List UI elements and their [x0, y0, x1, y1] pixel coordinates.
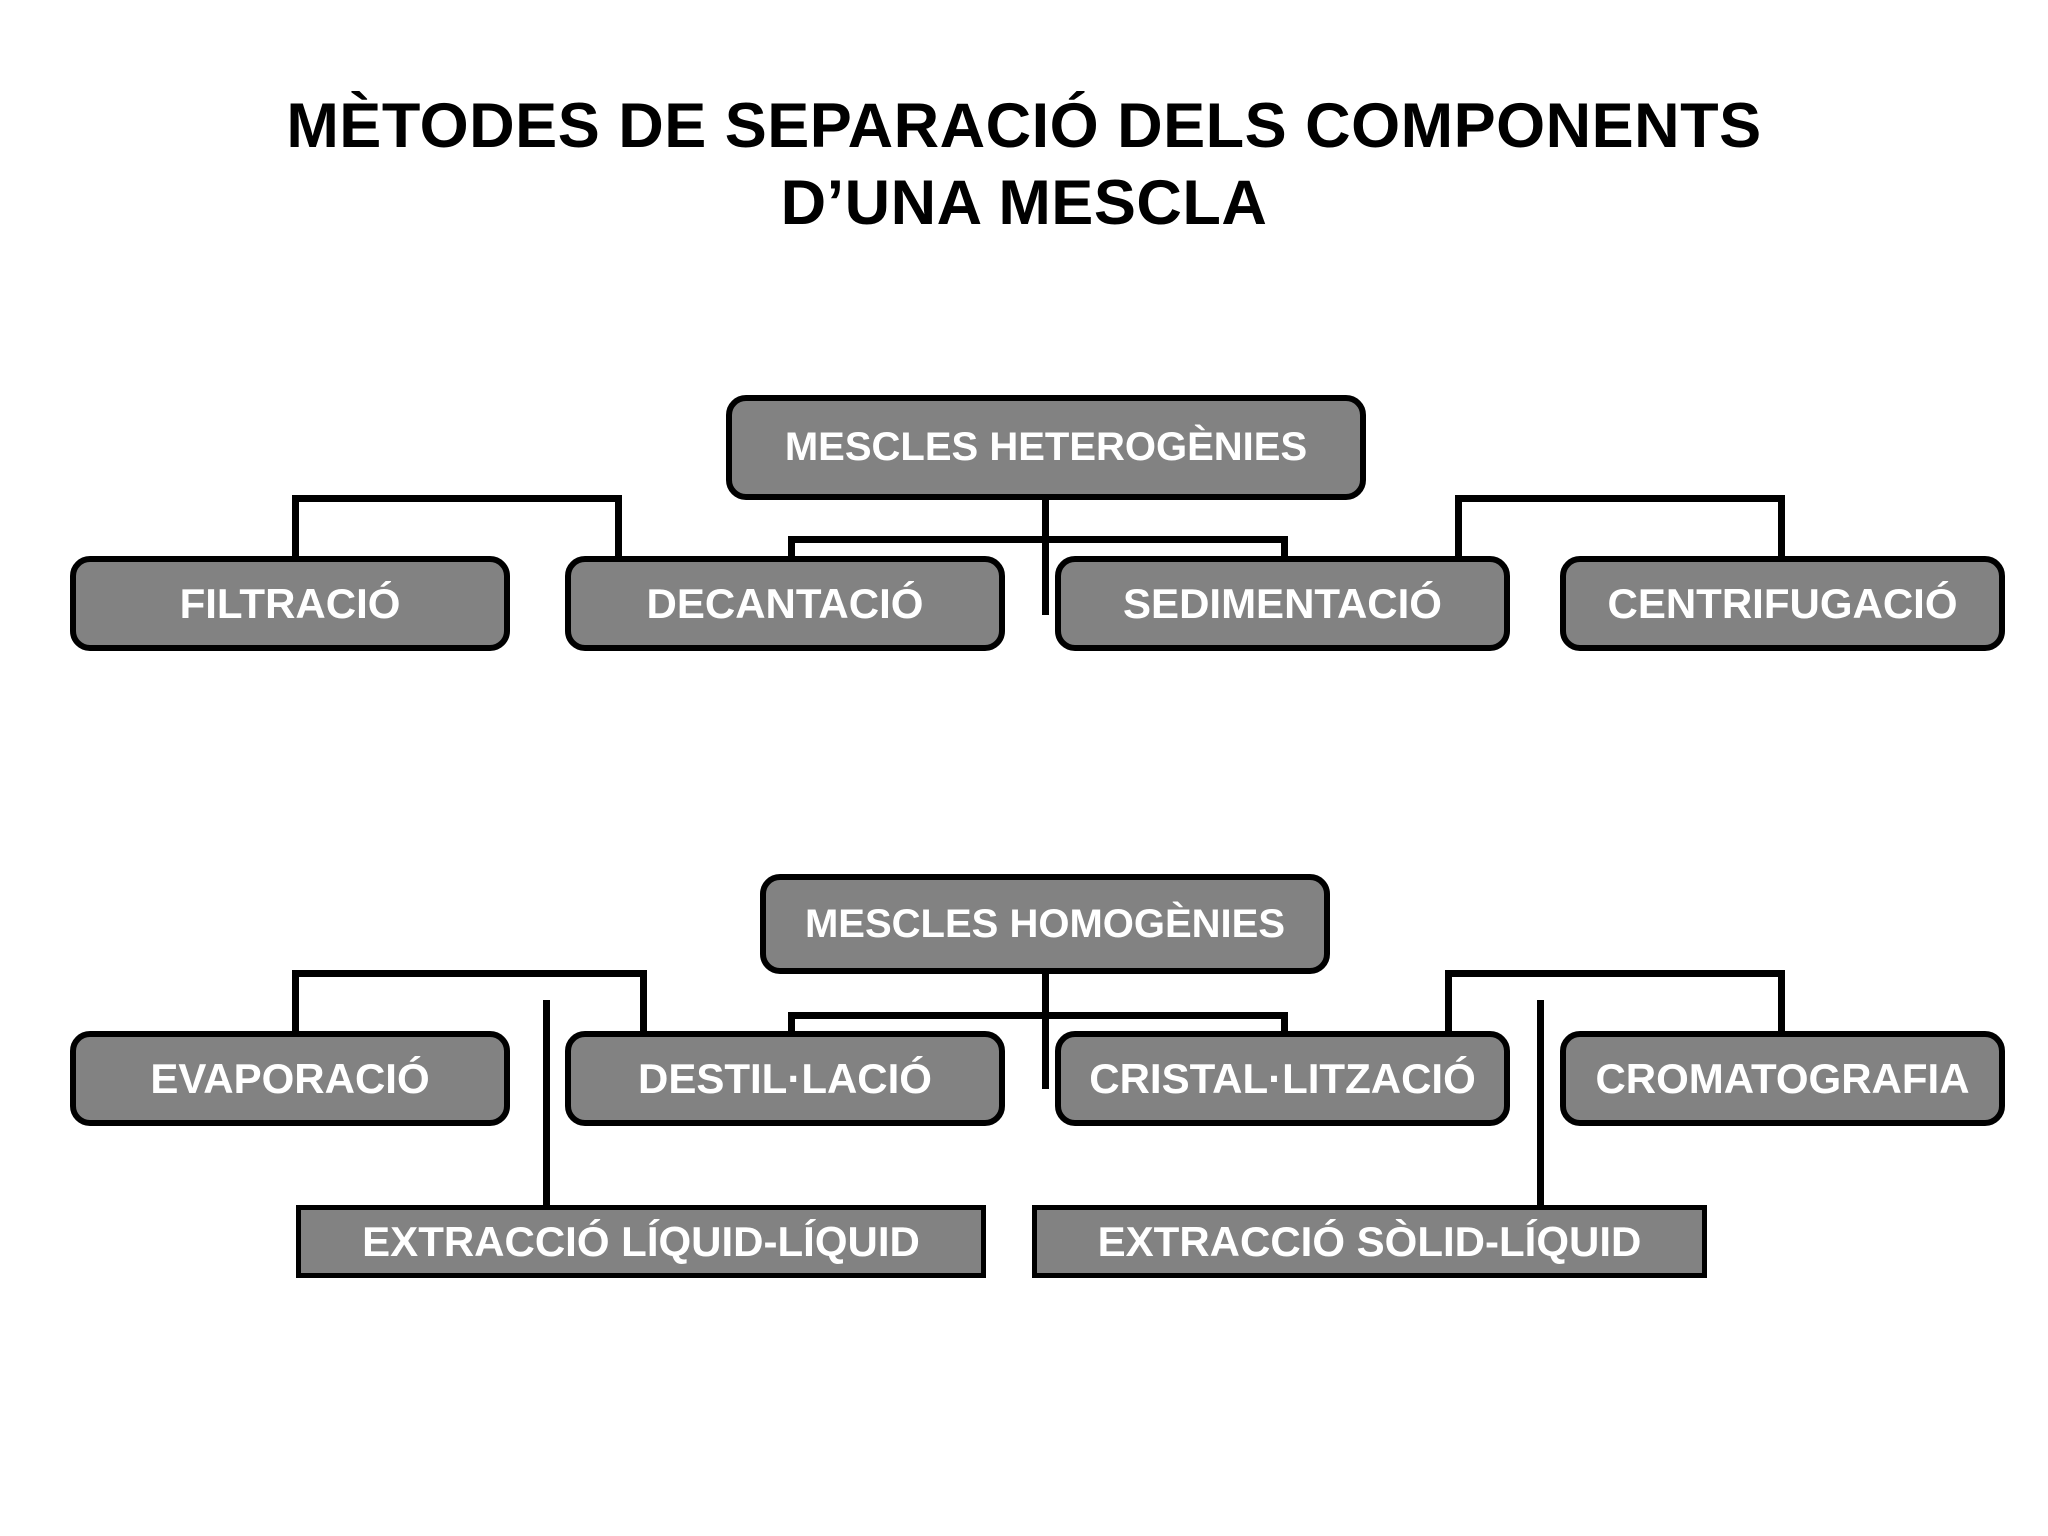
connector-heterogenies-inner-bar — [788, 536, 1288, 543]
connector-heterogenies-drop-decantacio — [615, 495, 622, 562]
node-cromatografia[interactable]: CROMATOGRAFIA — [1560, 1031, 2005, 1126]
connector-heterogenies-drop-sedimentacio — [1455, 495, 1462, 562]
connector-drop-extraccio-liquid-liquid — [543, 1000, 550, 1218]
connector-homogenies-drop-cromatografia — [1778, 970, 1785, 1037]
node-filtracio[interactable]: FILTRACIÓ — [70, 556, 510, 651]
page-title: MÈTODES DE SEPARACIÓ DELS COMPONENTS D’U… — [0, 88, 2048, 242]
node-mescles-homogenies[interactable]: MESCLES HOMOGÈNIES — [760, 874, 1330, 974]
connector-heterogenies-stem — [1042, 500, 1049, 615]
connector-homogenies-drop-destillacio — [640, 970, 647, 1037]
connector-homogenies-stem — [1042, 974, 1049, 1089]
connector-heterogenies-outer-left-bar — [292, 495, 622, 502]
page-title-line-1: MÈTODES DE SEPARACIÓ DELS COMPONENTS — [286, 91, 1762, 161]
connector-heterogenies-outer-right-bar — [1455, 495, 1785, 502]
page-title-line-2: D’UNA MESCLA — [780, 167, 1268, 238]
connector-homogenies-inner-drop-left — [788, 1012, 795, 1042]
node-centrifugacio[interactable]: CENTRIFUGACIÓ — [1560, 556, 2005, 651]
connector-heterogenies-inner-drop-right — [1281, 536, 1288, 566]
node-mescles-heterogenies[interactable]: MESCLES HETEROGÈNIES — [726, 395, 1366, 500]
node-cristallitzacio[interactable]: CRISTAL·LITZACIÓ — [1055, 1031, 1510, 1126]
connector-homogenies-outer-left-bar — [292, 970, 647, 977]
connector-homogenies-drop-cristallitzacio — [1445, 970, 1452, 1037]
node-destillacio[interactable]: DESTIL·LACIÓ — [565, 1031, 1005, 1126]
node-decantacio[interactable]: DECANTACIÓ — [565, 556, 1005, 651]
connector-homogenies-outer-right-bar — [1445, 970, 1785, 977]
connector-homogenies-inner-drop-right — [1281, 1012, 1288, 1042]
connector-homogenies-inner-bar — [788, 1012, 1288, 1019]
connector-drop-extraccio-solid-liquid — [1537, 1000, 1544, 1218]
node-extraccio-solid-liquid[interactable]: EXTRACCIÓ SÒLID-LÍQUID — [1032, 1205, 1707, 1278]
node-sedimentacio[interactable]: SEDIMENTACIÓ — [1055, 556, 1510, 651]
connector-heterogenies-inner-drop-left — [788, 536, 795, 566]
connector-homogenies-drop-evaporacio — [292, 970, 299, 1037]
connector-heterogenies-drop-filtracio — [292, 495, 299, 562]
node-extraccio-liquid-liquid[interactable]: EXTRACCIÓ LÍQUID-LÍQUID — [296, 1205, 986, 1278]
node-evaporacio[interactable]: EVAPORACIÓ — [70, 1031, 510, 1126]
connector-heterogenies-drop-centrifugacio — [1778, 495, 1785, 562]
